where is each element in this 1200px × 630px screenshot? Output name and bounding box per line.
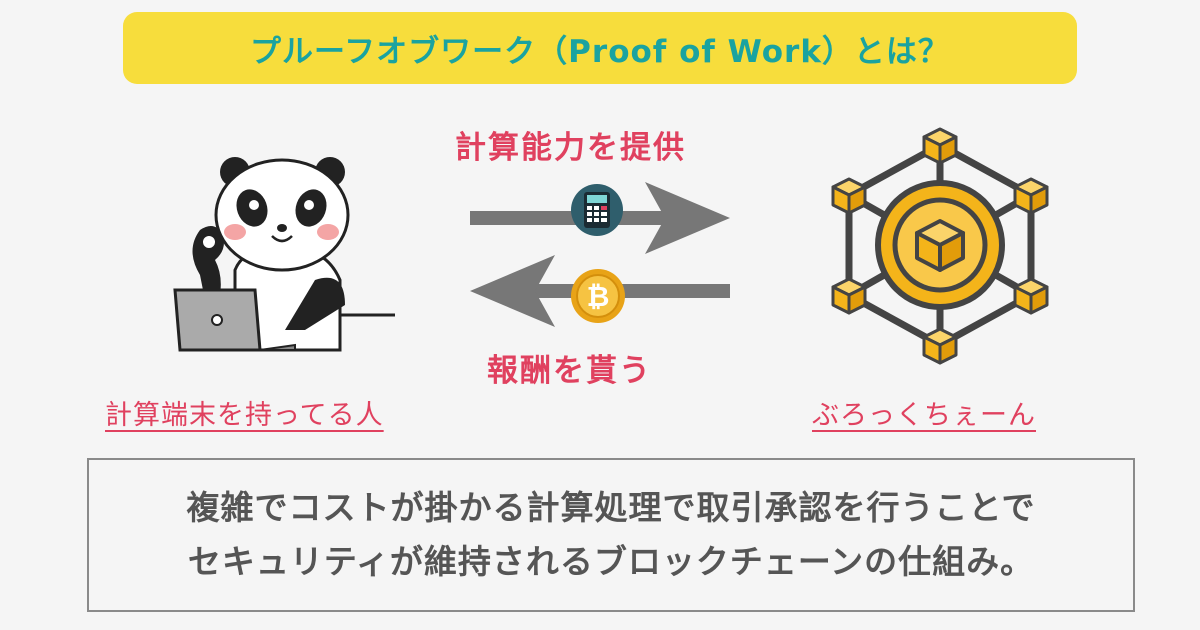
description-line-2: セキュリティが維持されるブロックチェーンの仕組み。: [187, 542, 1035, 581]
svg-text:₿: ₿: [587, 280, 610, 313]
page-title: プルーフオブワーク（Proof of Work）とは？: [250, 33, 950, 70]
arrow-label-provide: 計算能力を提供: [455, 130, 686, 166]
laptop-icon: [173, 288, 296, 352]
bitcoin-coin-icon: ₿: [571, 269, 625, 323]
title-banner: プルーフオブワーク（Proof of Work）とは？: [123, 12, 1077, 84]
left-caption: 計算端末を持ってる人: [105, 400, 384, 431]
description-box: 複雑でコストが掛かる計算処理で取引承認を行うことで セキュリティが維持されるブロ…: [87, 458, 1135, 612]
right-caption: ぶろっくちぇーん: [812, 400, 1036, 431]
calculator-icon: [571, 184, 623, 236]
description-line-1: 複雑でコストが掛かる計算処理で取引承認を行うことで: [186, 488, 1036, 527]
blockchain-network-icon: [831, 127, 1049, 365]
arrow-label-reward: 報酬を貰う: [487, 353, 652, 389]
panda-illustration: [173, 157, 395, 352]
